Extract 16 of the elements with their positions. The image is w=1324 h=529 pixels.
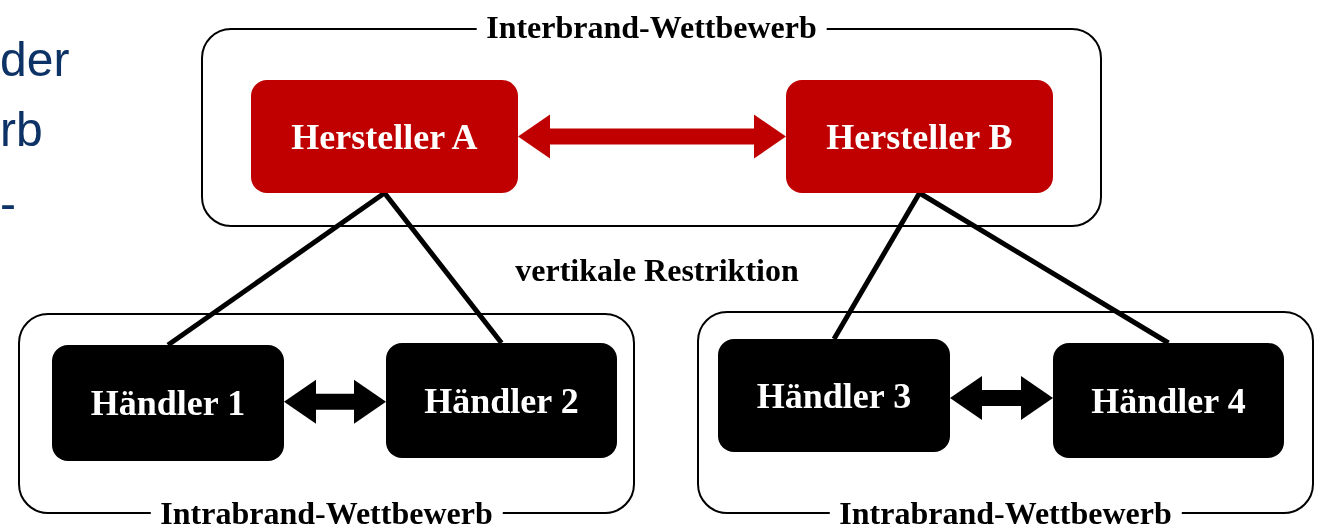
text-fragment: rb [0, 106, 43, 154]
process-box: Hersteller B [786, 80, 1053, 193]
connector-line [918, 190, 1170, 346]
process-box: Händler 3 [718, 339, 950, 452]
process-box: Hersteller A [251, 80, 518, 193]
process-box: Händler 2 [386, 343, 617, 458]
double-arrow [950, 376, 1053, 420]
text-fragment: der [0, 36, 70, 84]
process-box: Händler 4 [1053, 343, 1284, 458]
connector-line [382, 191, 504, 345]
text-fragment: - [0, 180, 16, 228]
connector-line [831, 191, 922, 341]
connector-line [166, 190, 386, 348]
double-arrow [518, 114, 786, 159]
process-box: Händler 1 [52, 345, 284, 461]
double-arrow [284, 379, 386, 424]
